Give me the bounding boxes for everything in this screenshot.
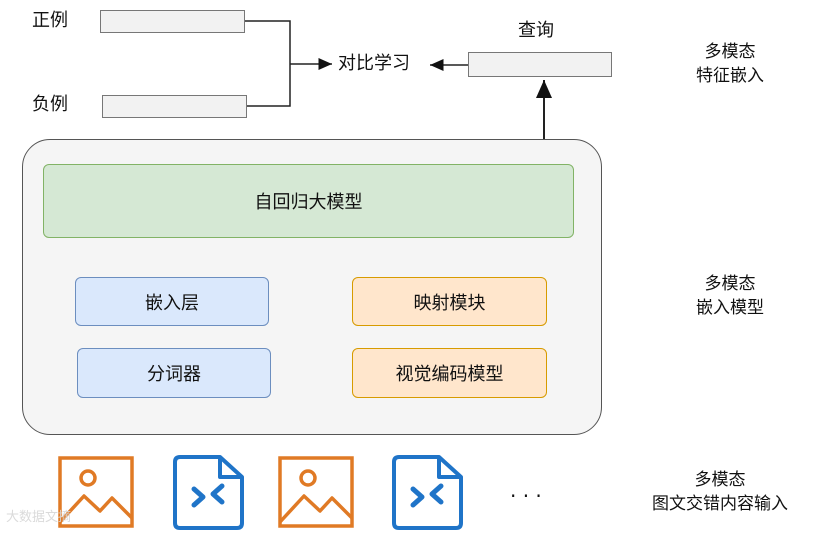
ellipsis: · · · [510, 484, 542, 508]
watermark: 大数据文摘 [6, 510, 72, 525]
side-label-input: 多模态 图文交错内容输入 [652, 470, 788, 514]
code-file-icon [173, 455, 244, 530]
query-embedding-bar [468, 52, 612, 77]
projection-module-box: 映射模块 [352, 277, 547, 326]
tokenizer-box: 分词器 [77, 348, 271, 398]
vision-encoder-label: 视觉编码模型 [395, 364, 504, 385]
projection-module-label: 映射模块 [413, 292, 486, 314]
positive-label: 正例 [32, 10, 68, 31]
autoregressive-llm-label: 自回归大模型 [254, 192, 363, 213]
positive-connector [244, 20, 291, 64]
negative-embedding-bar [102, 95, 247, 118]
negative-connector [246, 64, 291, 107]
code-file-icon [392, 455, 463, 530]
query-label: 查询 [518, 20, 554, 41]
embedding-layer-box: 嵌入层 [75, 277, 269, 326]
side-label-embedding: 多模态 特征嵌入 [696, 42, 764, 86]
image-icon [278, 456, 354, 528]
contrastive-learning-label: 对比学习 [338, 53, 410, 74]
positive-embedding-bar [100, 10, 245, 33]
autoregressive-llm-box: 自回归大模型 [43, 164, 574, 238]
side-label-model: 多模态 嵌入模型 [696, 274, 764, 318]
negative-label: 负例 [32, 94, 68, 115]
tokenizer-label: 分词器 [147, 364, 201, 385]
vision-encoder-box: 视觉编码模型 [352, 348, 547, 398]
embedding-layer-label: 嵌入层 [145, 292, 199, 314]
image-icon [58, 456, 134, 528]
